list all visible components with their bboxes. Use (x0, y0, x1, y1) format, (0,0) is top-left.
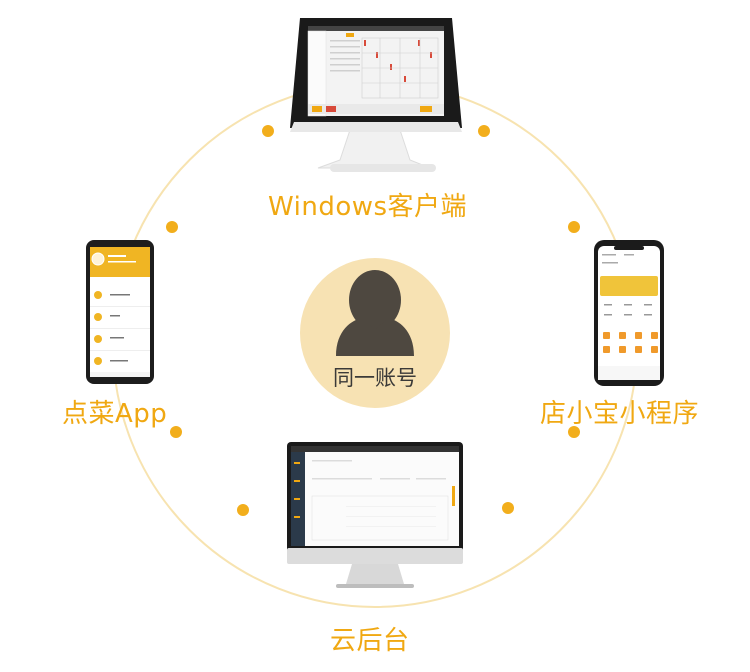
avatar (91, 252, 105, 266)
ordering-app-label: 点菜App (62, 399, 168, 429)
iphone-device (594, 240, 664, 386)
ring-dot (568, 426, 580, 438)
ring-dot (502, 502, 514, 514)
desktop-monitor-device (287, 442, 463, 588)
user-icon (336, 270, 414, 356)
ring-dots (166, 125, 580, 516)
windows-pos-device (290, 18, 462, 172)
windows-client-label: Windows客户端 (268, 192, 468, 222)
miniprogram-label: 店小宝小程序 (540, 399, 700, 429)
android-phone-device (86, 240, 154, 384)
ring-dot (478, 125, 490, 137)
ring-dot (262, 125, 274, 137)
ring-dot (170, 426, 182, 438)
ring-dot (237, 504, 249, 516)
ring-dot (166, 221, 178, 233)
center-label: 同一账号 (333, 366, 417, 390)
pos-screen (308, 26, 444, 116)
ring-dot (568, 221, 580, 233)
phone-right-screen (598, 246, 660, 380)
cloud-backend-label: 云后台 (330, 626, 410, 656)
